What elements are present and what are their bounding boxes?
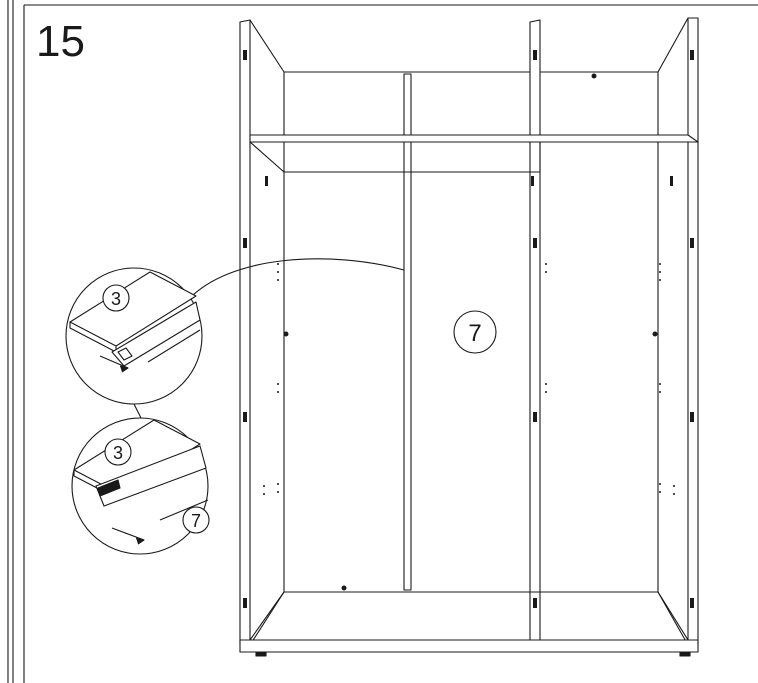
page-frame xyxy=(7,0,758,683)
leader-line xyxy=(187,258,405,301)
foot-right xyxy=(679,651,691,657)
center-back-joint xyxy=(403,73,412,591)
base-panel xyxy=(239,639,699,653)
callout-circle-detail-top xyxy=(102,284,130,312)
callout-label-main: 7 xyxy=(468,320,481,347)
base-depth-lines xyxy=(249,591,689,641)
callout-label-detail-bottom-a: 3 xyxy=(113,443,123,463)
callout-circle-detail-bottom-a xyxy=(104,438,132,466)
left-side-panel xyxy=(239,19,251,646)
fittings xyxy=(243,50,694,608)
middle-divider-panel xyxy=(529,19,541,646)
left-side-depth-lines xyxy=(249,19,285,646)
callout-circle-main xyxy=(453,310,497,354)
foot-left xyxy=(255,651,267,657)
detail-view-top xyxy=(65,267,203,405)
detail-view-bottom xyxy=(71,417,209,555)
callout-circle-detail-bottom-b xyxy=(182,506,210,534)
right-side-depth-lines xyxy=(657,17,689,646)
step-number: 15 xyxy=(36,17,85,66)
top-shelf xyxy=(249,134,699,143)
shelf-pin-holes xyxy=(263,263,675,495)
detail-connector xyxy=(133,403,143,421)
callout-label-detail-bottom-b: 7 xyxy=(191,511,201,531)
top-shelf-front xyxy=(249,141,541,173)
callout-label-detail-top: 3 xyxy=(111,289,121,309)
right-side-panel xyxy=(687,17,699,646)
